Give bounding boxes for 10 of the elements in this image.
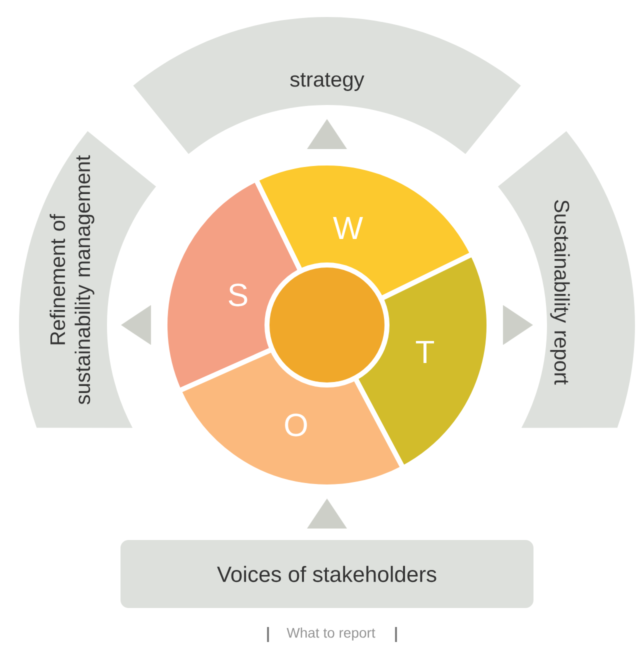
arc-band: Refinement of sustainability management <box>19 131 156 428</box>
arc-band: strategy <box>133 17 521 154</box>
arrow <box>307 119 347 150</box>
caption: What to report <box>286 627 376 641</box>
arrow <box>307 498 347 529</box>
arrow <box>502 305 533 345</box>
arc-band: Sustainability report <box>498 131 635 428</box>
text-box: Voices of stakeholders <box>120 540 534 608</box>
arrow <box>121 305 152 345</box>
hub-circle <box>264 262 390 388</box>
